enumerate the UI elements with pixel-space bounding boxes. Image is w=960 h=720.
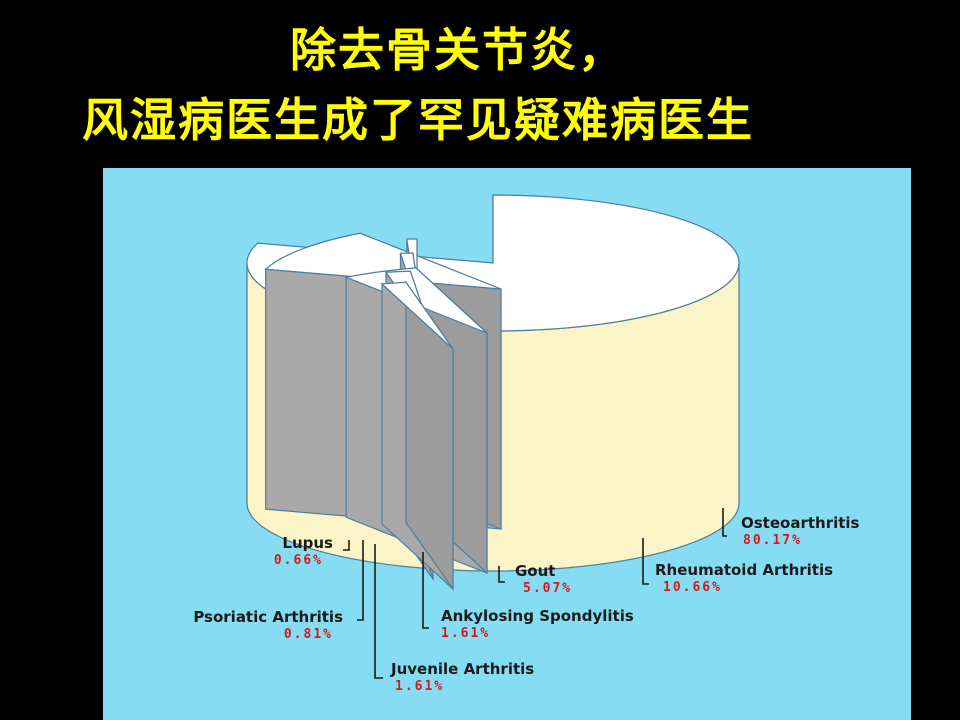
- label-lupus: Lupus: [282, 534, 333, 552]
- value-lupus: 0.66%: [274, 553, 323, 568]
- leader-line-psoriatic-arthritis: [357, 540, 364, 621]
- value-juvenile-arthritis: 1.61%: [395, 679, 444, 694]
- leader-line-rheumatoid-arthritis: [642, 538, 649, 585]
- value-osteoarthritis: 80.17%: [743, 533, 802, 548]
- slice-top: [380, 281, 454, 350]
- label-gout: Gout: [515, 562, 555, 580]
- value-rheumatoid-arthritis: 10.66%: [663, 580, 722, 595]
- slice-top: [264, 232, 502, 290]
- label-leaders: [343, 508, 727, 679]
- leader-line-gout: [498, 566, 505, 583]
- value-gout: 5.07%: [523, 581, 572, 596]
- leader-line-lupus: [343, 540, 350, 551]
- label-psoriatic-arthritis: Psoriatic Arthritis: [193, 608, 343, 626]
- pie-slices: [246, 194, 740, 591]
- label-juvenile-arthritis: Juvenile Arthritis: [390, 660, 534, 678]
- slice-ankylosing-spondylitis: [380, 280, 454, 591]
- label-osteoarthritis: Osteoarthritis: [741, 514, 860, 532]
- slide-title-line-2: 风湿病医生成了罕见疑难病医生: [82, 93, 754, 147]
- label-ankylosing-spondylitis: Ankylosing Spondylitis: [441, 607, 634, 625]
- leader-line-osteoarthritis: [722, 508, 727, 537]
- slide-title-line-1: 除去骨关节炎，: [290, 23, 626, 77]
- leader-line-juvenile-arthritis: [374, 544, 383, 679]
- label-rheumatoid-arthritis: Rheumatoid Arthritis: [655, 561, 833, 579]
- value-psoriatic-arthritis: 0.81%: [284, 627, 333, 642]
- leader-line-ankylosing-spondylitis: [422, 552, 429, 629]
- value-ankylosing-spondylitis: 1.61%: [441, 626, 490, 641]
